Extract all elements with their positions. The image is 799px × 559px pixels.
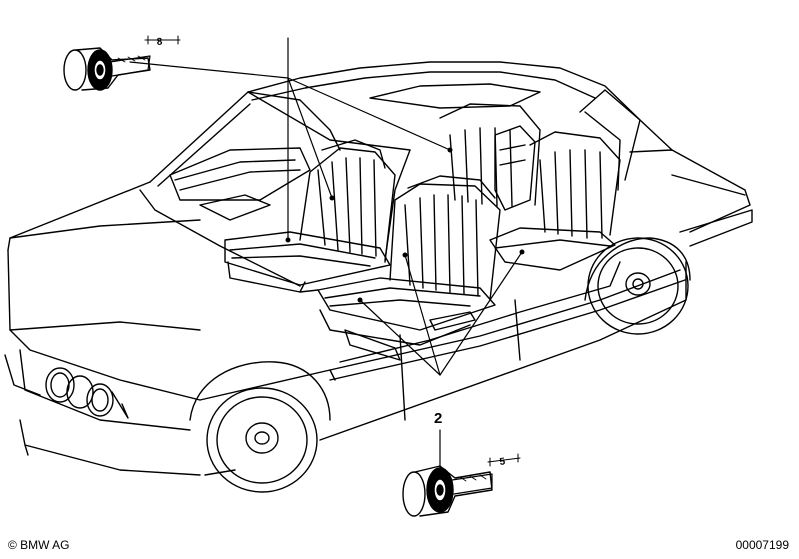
leader-bottom-3	[439, 251, 523, 376]
leader-bottom-2	[359, 299, 441, 376]
fabric-roll-top	[63, 35, 181, 91]
leader-dots	[285, 147, 525, 303]
car-body	[4, 61, 753, 493]
fabric-roll-bottom	[402, 453, 521, 517]
leader-top-to-roll	[129, 61, 289, 79]
leader-top-seat	[287, 77, 333, 199]
rear-seat	[439, 103, 621, 271]
door-trim	[299, 289, 476, 361]
callout-2: 2	[434, 410, 443, 427]
front-right-seat	[317, 175, 501, 346]
leader-lines	[129, 37, 523, 479]
dimension-label-bottom: 5	[499, 456, 506, 468]
dimension-label-top: 8	[156, 37, 163, 48]
leader-top-rear	[287, 77, 451, 151]
dashboard	[169, 147, 311, 221]
front-left-seat	[224, 139, 396, 293]
copyright-label: © BMW AG	[8, 538, 70, 552]
document-number: 00007199	[735, 538, 789, 552]
leader-bottom-1	[404, 254, 441, 376]
